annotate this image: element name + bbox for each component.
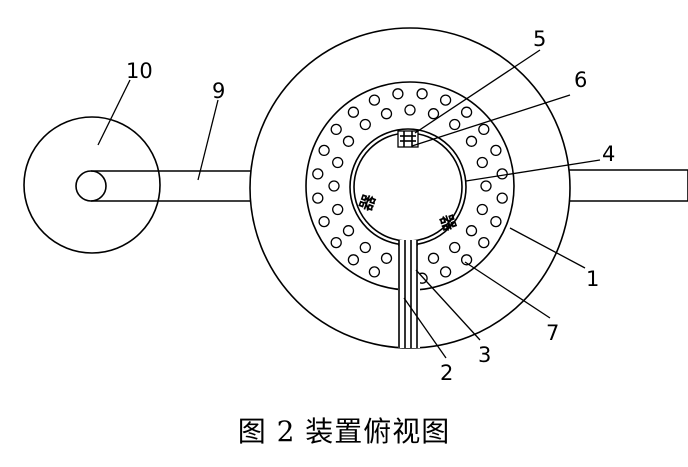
leader-7 (464, 261, 551, 319)
perforation-hole (330, 236, 342, 249)
label-10: 10 (126, 59, 153, 83)
leader-6 (411, 94, 571, 147)
perforation-hole (439, 266, 452, 278)
perforation-hole (347, 254, 360, 266)
perforation-hole (490, 215, 502, 228)
perforation-hole (312, 168, 324, 180)
perforation-hole (460, 106, 473, 118)
perforation-hole (449, 118, 461, 131)
perforation-hole (347, 106, 360, 118)
perforation-hole (312, 192, 324, 204)
inlet-tube-top (398, 240, 418, 246)
label-7: 7 (546, 321, 559, 345)
leader-5 (414, 49, 541, 134)
perforation-hole (460, 254, 473, 266)
perforation-hole (318, 215, 330, 228)
left-sensor-glyph: 器 (356, 191, 380, 214)
perforation-hole (465, 225, 478, 237)
perforation-hole (416, 88, 428, 100)
perforation-hole (478, 236, 490, 249)
figure-caption: 图 2 装置俯视图 (237, 415, 451, 448)
perforation-hole (476, 203, 488, 216)
label-9: 9 (212, 79, 225, 103)
perforation-hole (404, 104, 416, 116)
label-2: 2 (440, 361, 453, 385)
right-sensor-glyph: 器 (436, 211, 460, 234)
perforation-hole (465, 135, 478, 147)
perforation-hole (392, 88, 404, 100)
leader-9 (197, 99, 219, 181)
leader-4 (465, 159, 601, 182)
perforation-hole (490, 144, 502, 157)
perforation-hole (380, 252, 393, 264)
label-5: 5 (533, 27, 546, 51)
perforation-hole (478, 123, 490, 136)
label-4: 4 (602, 142, 615, 166)
perforation-holes (312, 88, 508, 284)
right-side-stub (560, 169, 688, 202)
top-sensor (397, 130, 419, 148)
connecting-arm (91, 170, 252, 202)
perforation-hole (342, 135, 355, 147)
perforation-hole (476, 156, 488, 169)
perforation-hole (359, 118, 371, 131)
perforation-hole (368, 94, 381, 106)
leader-1 (509, 227, 586, 269)
label-3: 3 (478, 343, 491, 367)
perforation-hole (318, 144, 330, 157)
perforation-hole (332, 203, 344, 216)
leader-lines (97, 49, 601, 359)
perforation-hole (449, 241, 461, 254)
perforation-hole (342, 225, 355, 237)
label-1: 1 (586, 267, 599, 291)
label-6: 6 (574, 68, 587, 92)
perforation-hole (439, 94, 452, 106)
perforation-hole (332, 156, 344, 169)
perforation-hole (330, 123, 342, 136)
perforation-hole (427, 252, 440, 264)
perforation-hole (480, 180, 492, 192)
motor-shaft (75, 170, 107, 202)
inlet-tube (398, 238, 420, 348)
perforation-hole (427, 108, 440, 120)
leader-10 (97, 79, 131, 146)
perforation-hole (359, 241, 371, 254)
perforation-hole (368, 266, 381, 278)
perforation-hole (380, 108, 393, 120)
perforation-hole (328, 180, 340, 192)
perforation-hole (496, 192, 508, 204)
leader-2 (403, 297, 447, 359)
leader-3 (415, 269, 481, 341)
perforation-hole (496, 168, 508, 180)
